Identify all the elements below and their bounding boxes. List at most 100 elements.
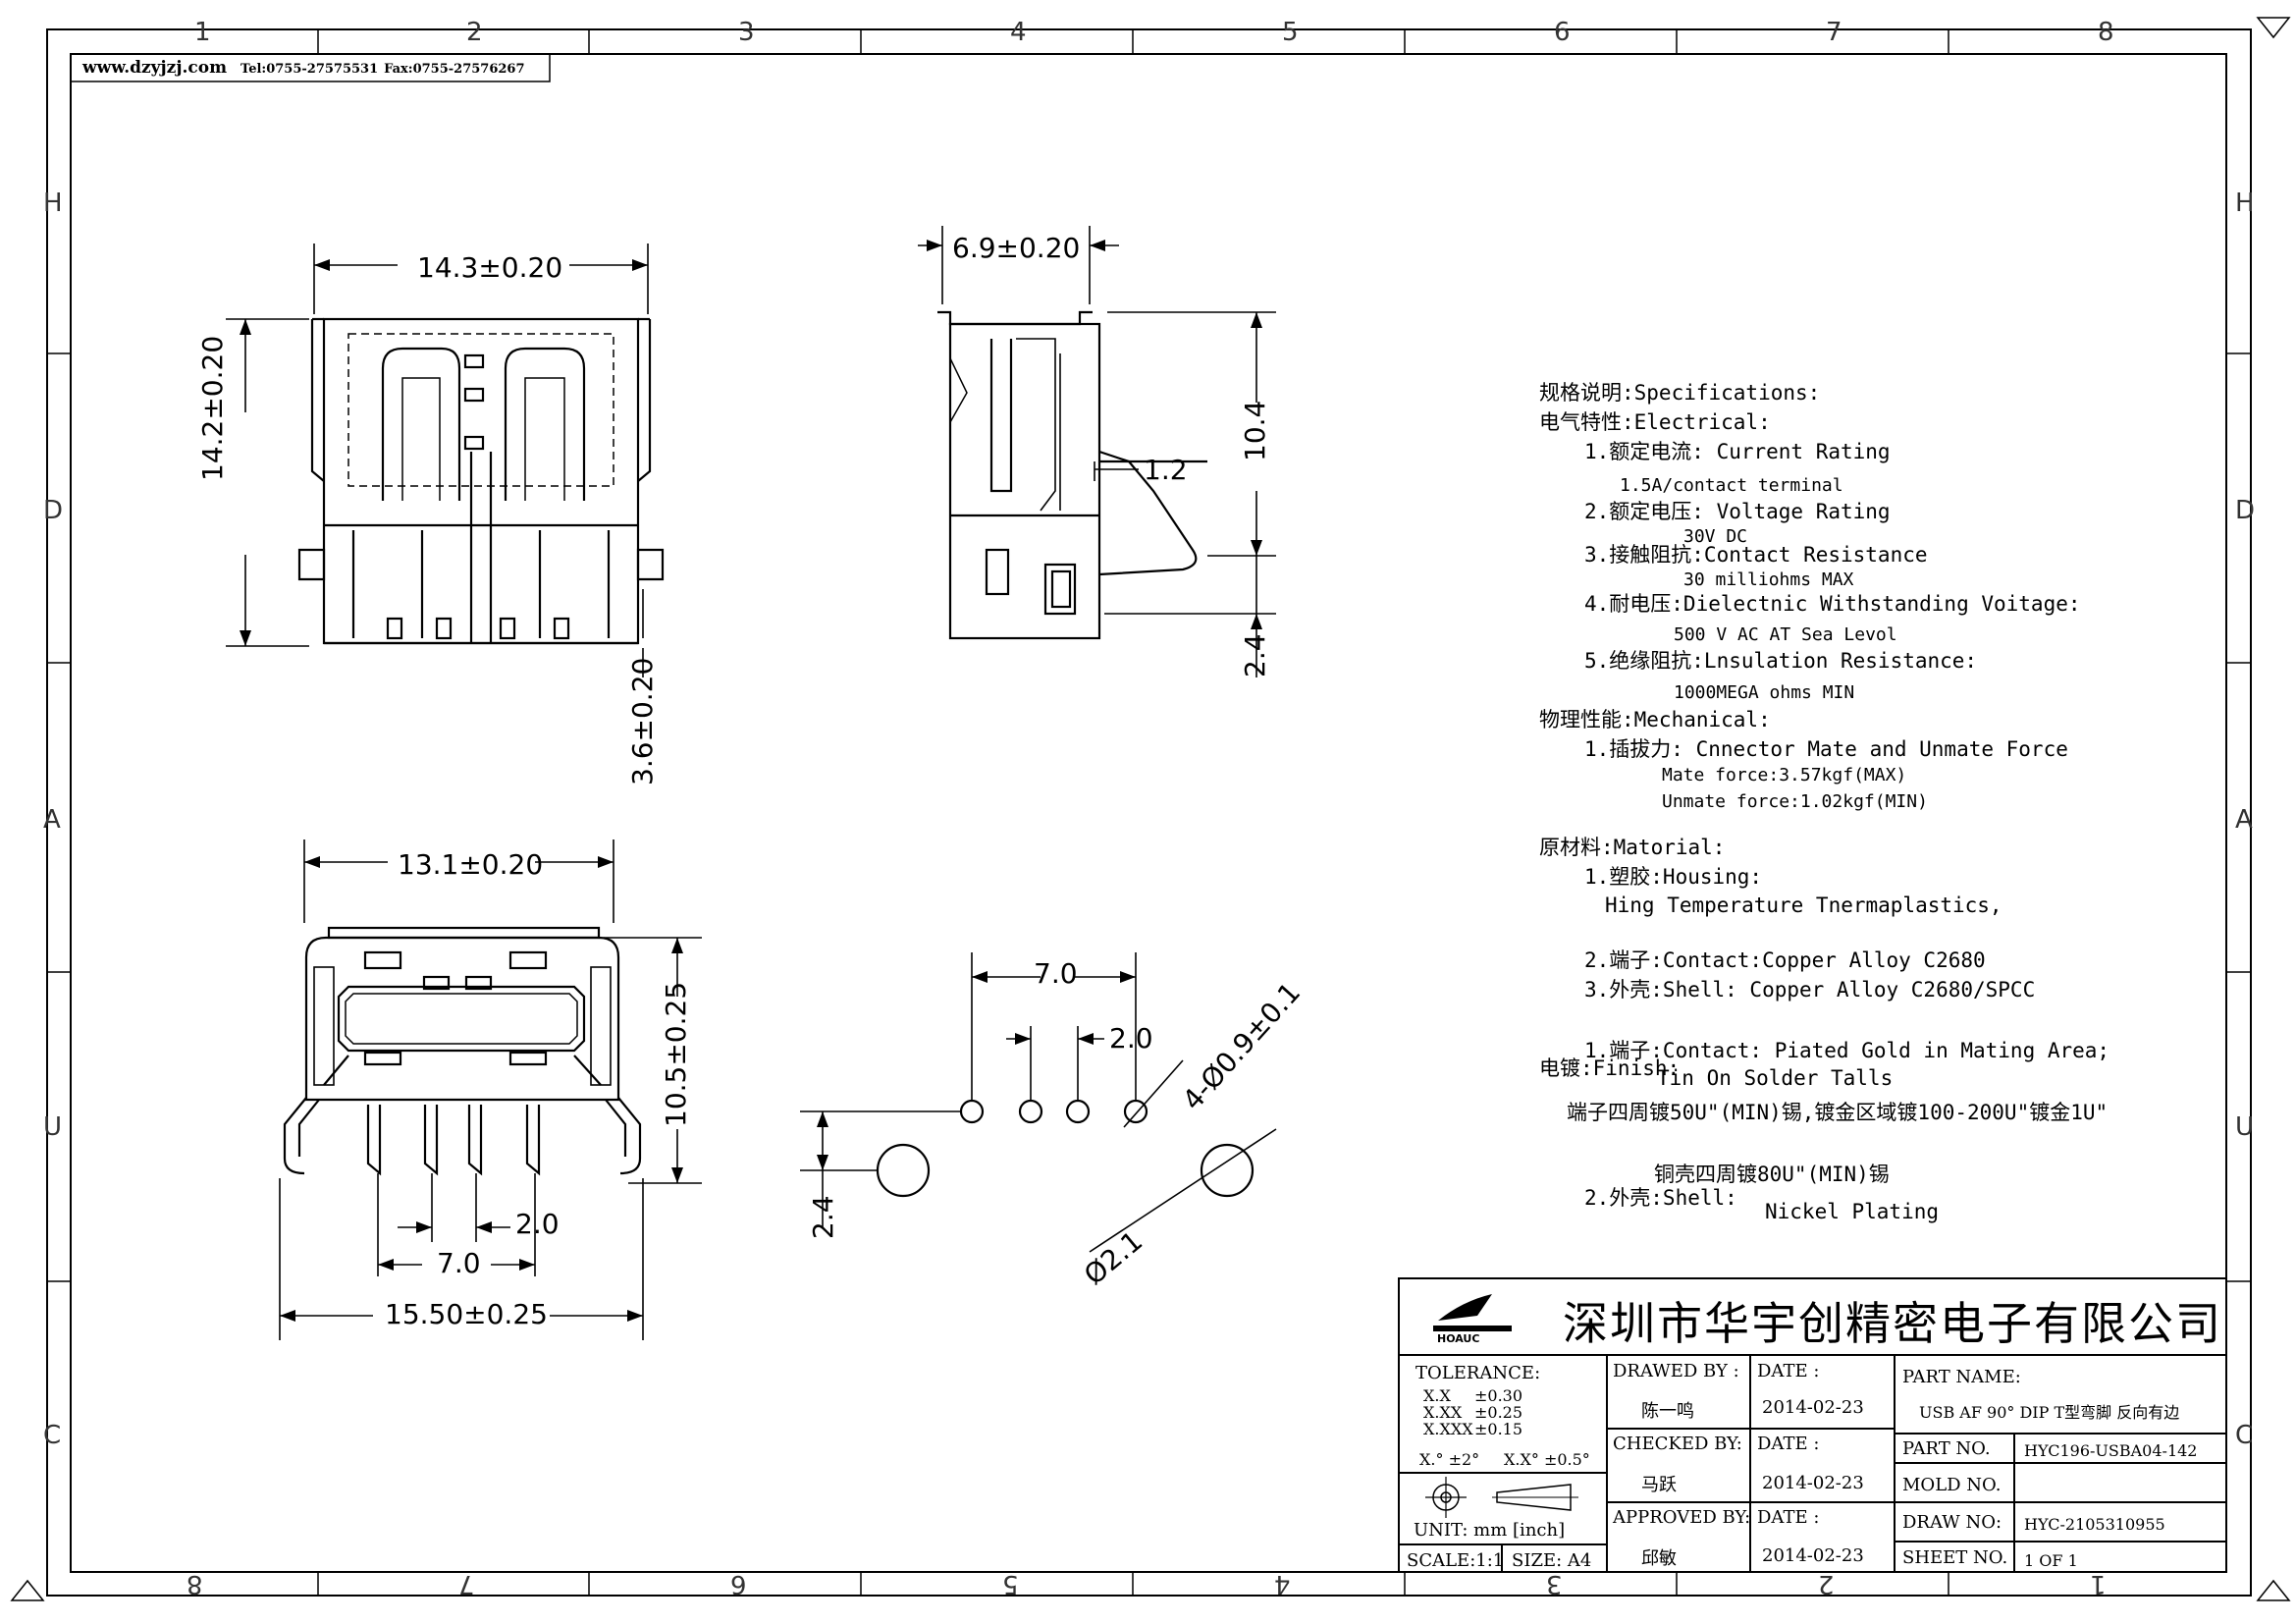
tol-angle-1: X.° ±2° (1419, 1450, 1480, 1469)
dim-front-height: 10.5±0.25 (660, 981, 692, 1127)
tol-xxx: X.XXX (1423, 1420, 1473, 1438)
zone-left-a: A (43, 805, 61, 835)
zone-left-u: U (43, 1112, 63, 1142)
drawn-by-name: 陈一鸣 (1641, 1401, 1694, 1422)
zone-bottom-8: 8 (187, 1569, 203, 1598)
spec-r1-value: Hing Temperature Tnermaplastics, (1605, 893, 2002, 917)
scale-label: SCALE:1:1 (1407, 1550, 1505, 1571)
company-name: 深圳市华宇创精密电子有限公司 (1563, 1297, 2222, 1350)
spec-e2: 2.额定电压: Voltage Rating (1584, 500, 1891, 523)
spec-e2-value: 30V DC (1683, 526, 1748, 547)
spec-f2-plating: 铜壳四周镀80U"(MIN)锡 (1654, 1163, 1890, 1186)
approved-by-name: 邱敏 (1641, 1548, 1677, 1569)
zone-top-2: 2 (466, 18, 483, 47)
zone-top-5: 5 (1282, 18, 1299, 47)
zone-bottom-1: 1 (2090, 1569, 2107, 1598)
zone-top-8: 8 (2098, 18, 2114, 47)
dim-front-pitch: 2.0 (515, 1208, 560, 1240)
spec-e1: 1.额定电流: Current Rating (1584, 440, 1891, 463)
sheet-no-value: 1 OF 1 (2024, 1551, 2078, 1570)
zone-bottom-4: 4 (1274, 1569, 1291, 1598)
tol-xx: X.XX (1423, 1403, 1463, 1422)
zone-right-d: D (2235, 496, 2256, 525)
date-label-2: DATE : (1757, 1434, 1820, 1454)
pcb-layout (800, 952, 1277, 1253)
spec-r1: 1.塑胶:Housing: (1584, 865, 1763, 889)
tol-x-value: ±0.30 (1474, 1386, 1523, 1405)
date-label-3: DATE : (1757, 1507, 1820, 1528)
zone-bottom-6: 6 (730, 1569, 747, 1598)
dim-side-tab: 1.2 (1144, 454, 1188, 486)
spec-f2-shell: Nickel Plating (1765, 1200, 1940, 1223)
company-logo (1433, 1294, 1512, 1331)
spec-e4-value: 500 V AC AT Sea Levol (1674, 624, 1897, 645)
zone-top-7: 7 (1826, 18, 1842, 47)
date-approved: 2014-02-23 (1762, 1545, 1864, 1566)
zone-bottom-3: 3 (1546, 1569, 1563, 1598)
part-name-label: PART NAME: (1902, 1367, 2021, 1387)
zone-ticks (47, 29, 2251, 1596)
dim-front-overall: 15.50±0.25 (385, 1298, 548, 1330)
zone-right-h: H (2235, 189, 2255, 218)
spec-e1-value: 1.5A/contact terminal (1620, 475, 1843, 496)
zone-bottom-5: 5 (1002, 1569, 1019, 1598)
zone-top-6: 6 (1554, 18, 1571, 47)
zone-top-3: 3 (738, 18, 755, 47)
spec-f1-tin: Tin On Solder Talls (1657, 1066, 1894, 1090)
spec-mechanical: 物理性能:Mechanical: (1539, 708, 1771, 731)
zone-bottom-2: 2 (1818, 1569, 1835, 1598)
tol-xxx-value: ±0.15 (1474, 1420, 1523, 1438)
sheet-no-label: SHEET NO. (1902, 1547, 2008, 1568)
checked-by-label: CHECKED BY: (1613, 1434, 1742, 1454)
zone-top-4: 4 (1010, 18, 1027, 47)
dim-pcb-offset: 2.4 (807, 1195, 839, 1239)
spec-m1-unmate: Unmate force:1.02kgf(MIN) (1662, 791, 1928, 812)
spec-m1: 1.插拔力: Cnnector Mate and Unmate Force (1584, 737, 2068, 761)
dim-front-width: 13.1±0.20 (398, 848, 544, 881)
spec-electrical: 电气特性:Electrical: (1539, 410, 1771, 434)
zone-bottom-7: 7 (458, 1569, 475, 1598)
corner-arrow-icon (2256, 1579, 2291, 1601)
date-drawn: 2014-02-23 (1762, 1397, 1864, 1418)
draw-no-value: HYC-2105310955 (2024, 1515, 2165, 1534)
spec-e5-value: 1000MEGA ohms MIN (1674, 682, 1855, 703)
outer-border (46, 28, 2252, 1597)
unit-label: UNIT: mm [inch] (1414, 1520, 1566, 1541)
draw-no-label: DRAW NO: (1902, 1512, 2002, 1533)
spec-e5: 5.绝缘阻抗:Lnsulation Resistance: (1584, 649, 1978, 673)
spec-f1: 1.端子:Contact: Piated Gold in Mating Area… (1584, 1039, 2110, 1062)
drawn-by-label: DRAWED BY : (1613, 1361, 1739, 1381)
spec-m1-mate: Mate force:3.57kgf(MAX) (1662, 765, 1907, 785)
part-no-label: PART NO. (1902, 1438, 1991, 1459)
mold-no-label: MOLD NO. (1902, 1475, 2002, 1495)
part-no-value: HYC196-USBA04-142 (2024, 1441, 2198, 1460)
spec-title: 规格说明:Specifications: (1539, 381, 1821, 405)
spec-f2: 2.外壳:Shell: (1584, 1186, 1737, 1210)
tol-x: X.X (1423, 1386, 1451, 1405)
dim-side-height: 10.4 (1239, 400, 1271, 461)
spec-e3: 3.接触阻抗:Contact Resistance (1584, 543, 1928, 567)
dim-pcb-span: 7.0 (1034, 957, 1078, 990)
spec-material: 原材料:Matorial: (1539, 836, 1726, 859)
dim-side-bottom: 2.4 (1239, 633, 1271, 677)
top-view (226, 244, 665, 677)
phone-text: Tel:0755-27575531 (240, 62, 379, 77)
tol-angle-2: X.X° ±0.5° (1504, 1450, 1590, 1469)
zone-top-1: 1 (194, 18, 211, 47)
spec-e3-value: 30 milliohms MAX (1683, 569, 1854, 590)
corner-arrow-icon (10, 1579, 45, 1601)
spec-finish: 电镀:Finish: (1539, 1056, 1681, 1080)
size-label: SIZE: A4 (1512, 1550, 1592, 1571)
tol-xx-value: ±0.25 (1474, 1403, 1523, 1422)
corner-arrow-icon (2256, 17, 2291, 39)
spec-e4: 4.耐电压:Dielectnic Withstanding Voitage: (1584, 592, 2081, 616)
front-view (279, 839, 702, 1340)
spec-r3: 3.外壳:Shell: Copper Alloy C2680/SPCC (1584, 978, 2036, 1001)
date-checked: 2014-02-23 (1762, 1473, 1864, 1493)
approved-by-label: APPROVED BY: (1613, 1507, 1751, 1528)
inner-border (70, 53, 2227, 1573)
dim-top-width: 14.3±0.20 (417, 251, 563, 284)
side-view (918, 226, 1276, 677)
date-label-1: DATE : (1757, 1361, 1820, 1381)
